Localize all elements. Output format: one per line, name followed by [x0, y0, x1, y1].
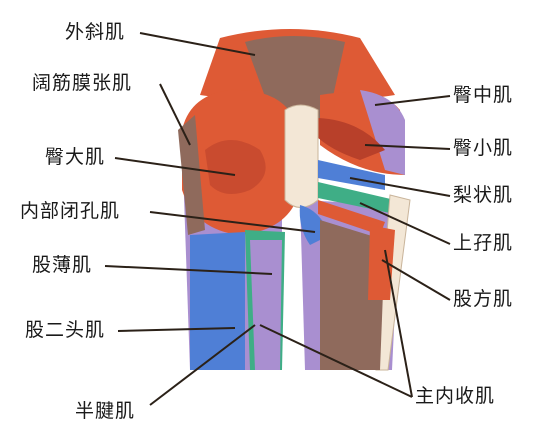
label-external-oblique: 外斜肌 — [65, 21, 126, 43]
leader-adductor-1 — [259, 324, 413, 398]
adductor-magnus-muscle — [320, 220, 385, 370]
label-quadratus-femoris: 股方肌 — [453, 288, 514, 310]
leader-tensor — [159, 83, 191, 146]
superior-gemellus-muscle — [318, 182, 395, 214]
leader-gluteus-medius — [374, 95, 451, 106]
gluteus-maximus-fold — [205, 140, 266, 194]
leader-external-oblique — [139, 32, 256, 56]
label-biceps-femoris: 股二头肌 — [25, 319, 106, 341]
leader-adductor-2 — [384, 249, 413, 398]
leader-obturator — [149, 211, 316, 233]
semitendinosus-muscle — [250, 240, 282, 370]
label-piriformis: 梨状肌 — [453, 184, 514, 206]
label-gracilis: 股薄肌 — [32, 254, 93, 276]
label-obturator-internus: 内部闭孔肌 — [20, 200, 121, 222]
leader-gluteus-maximus — [114, 157, 236, 176]
piriformis-muscle — [318, 160, 385, 190]
label-tensor-fasciae-latae: 阔筋膜张肌 — [32, 72, 133, 94]
label-adductor-magnus: 主内收肌 — [415, 385, 496, 407]
label-gluteus-maximus: 臀大肌 — [45, 146, 106, 168]
leader-semitendinosus — [149, 324, 256, 406]
leader-biceps — [117, 327, 236, 332]
biceps-femoris-muscle — [190, 232, 245, 370]
label-gluteus-medius: 臀中肌 — [453, 84, 514, 106]
tensor-fasciae-latae-muscle — [178, 115, 205, 235]
leader-superior-gemellus — [359, 202, 451, 245]
sacrum-bone — [284, 104, 319, 208]
leader-piriformis — [349, 177, 451, 197]
leader-lines — [104, 32, 451, 406]
obturator-band — [318, 200, 385, 235]
label-semitendinosus: 半腱肌 — [75, 400, 136, 422]
leader-gluteus-minimus — [364, 144, 451, 150]
leader-gracilis — [104, 265, 273, 275]
gluteus-medius-purple — [360, 90, 405, 175]
leader-quadratus — [381, 259, 451, 301]
label-gluteus-minimus: 臀小肌 — [453, 137, 514, 159]
label-superior-gemellus: 上孖肌 — [453, 232, 514, 254]
quadratus-femoris-muscle — [368, 225, 395, 300]
gluteus-minimus-muscle — [315, 118, 385, 160]
